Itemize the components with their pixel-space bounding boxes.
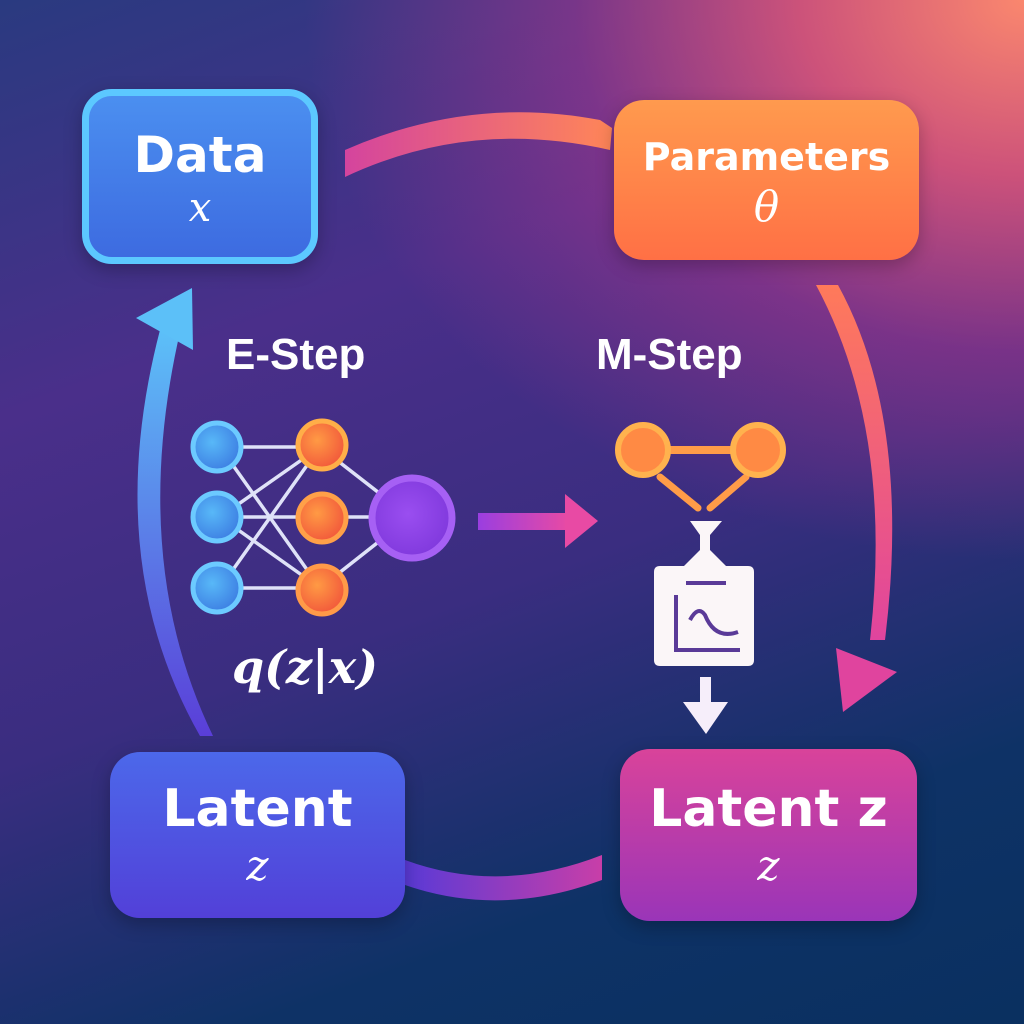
- parameters-node-label: Parameters: [642, 135, 891, 179]
- m-step-label: M-Step: [596, 330, 743, 379]
- latent-left-node-label: Latent: [162, 779, 353, 839]
- data-node: Data x: [82, 89, 318, 264]
- hidden-node: [295, 491, 349, 545]
- output-node: [368, 474, 456, 562]
- edge-data-to-parameters: [345, 112, 612, 177]
- parameters-node-symbol: θ: [753, 182, 780, 231]
- latent-right-node: Latent z z: [620, 749, 917, 921]
- data-node-symbol: x: [188, 184, 212, 231]
- edge-latent-left-to-data: [137, 330, 213, 736]
- hidden-nodes: [295, 418, 349, 617]
- latent-right-node-label: Latent z: [649, 779, 888, 839]
- down-arrow-icon: [683, 677, 728, 734]
- hidden-node: [295, 563, 349, 617]
- latent-left-node: Latent z: [110, 752, 405, 918]
- input-node: [190, 561, 244, 615]
- input-node: [190, 420, 244, 474]
- e-step-formula: q(z|x): [232, 640, 378, 694]
- hidden-node: [295, 418, 349, 472]
- latent-left-node-symbol: z: [246, 841, 269, 890]
- e-step-label: E-Step: [226, 330, 366, 379]
- edge-latent-right-to-latent-left: [405, 855, 602, 901]
- input-node: [190, 490, 244, 544]
- input-nodes: [190, 420, 244, 615]
- m-step-parameter-nodes-icon: [615, 422, 786, 512]
- distribution-chart-icon: [654, 521, 754, 666]
- arrowhead-latent-left-to-data: [136, 288, 193, 350]
- latent-right-node-symbol: z: [757, 841, 780, 890]
- edge-parameters-to-latent-right: [816, 285, 893, 640]
- arrowhead-parameters-to-latent-right: [836, 648, 897, 712]
- data-node-label: Data: [133, 125, 267, 184]
- parameters-node: Parameters θ: [614, 100, 919, 260]
- edge-e-step-to-m-step: [478, 494, 598, 548]
